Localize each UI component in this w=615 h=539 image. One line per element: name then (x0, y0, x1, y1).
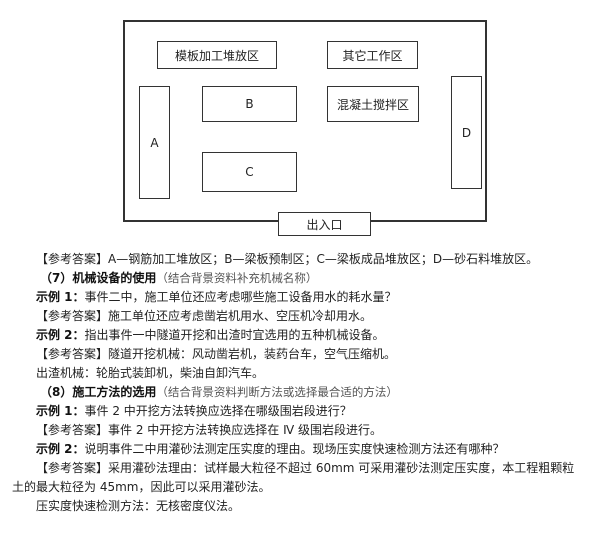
section-7-title: （7）机械设备的使用 (40, 271, 157, 285)
answer-8-2: 【参考答案】采用灌砂法理由：试样最大粒径不超过 60mm 可采用灌砂法测定压实度… (36, 461, 575, 475)
example-label: 示例 2： (36, 328, 85, 342)
section-8-heading: （8）施工方法的选用（结合背景资料判断方法或选择最合适的方法） (40, 383, 398, 401)
example-question: 事件二中，施工单位还应考虑哪些施工设备用水的耗水量？ (84, 290, 397, 304)
example-7-1: 示例 1：事件二中，施工单位还应考虑哪些施工设备用水的耗水量？ (36, 288, 397, 306)
example-label: 示例 1： (36, 290, 85, 304)
zone-c: C (202, 152, 297, 192)
entrance-gate: 出入口 (278, 212, 371, 236)
answer-8-1: 【参考答案】事件 2 中开挖方法转换应选择在 Ⅳ 级围岩段进行。 (36, 423, 382, 437)
section-7-heading: （7）机械设备的使用（结合背景资料补充机械名称） (40, 269, 317, 287)
zone-formwork: 模板加工堆放区 (157, 41, 277, 69)
site-layout-diagram: 模板加工堆放区 其它工作区 A B 混凝土搅拌区 C D 出入口 (0, 0, 615, 245)
example-question: 事件 2 中开挖方法转换应选择在哪级围岩段进行？ (84, 404, 352, 418)
answer-7-2-cont: 出渣机械：轮胎式装卸机，柴油自卸汽车。 (36, 366, 265, 380)
zone-d: D (451, 76, 482, 189)
example-7-2: 示例 2：指出事件一中隧道开挖和出渣时宜选用的五种机械设备。 (36, 326, 385, 344)
answer-8-2-method: 压实度快速检测方法：无核密度仪法。 (36, 499, 241, 513)
section-7-note: （结合背景资料补充机械名称） (156, 271, 318, 285)
answer-7-1: 【参考答案】施工单位还应考虑凿岩机用水、空压机冷却用水。 (36, 309, 373, 323)
example-8-1: 示例 1：事件 2 中开挖方法转换应选择在哪级围岩段进行？ (36, 402, 352, 420)
zone-concrete-mixing: 混凝土搅拌区 (327, 86, 419, 122)
section-8-note: （结合背景资料判断方法或选择最合适的方法） (156, 385, 398, 399)
answer-zones: 【参考答案】A—钢筋加工堆放区；B—梁板预制区；C—梁板成品堆放区；D—砂石料堆… (36, 252, 539, 266)
answer-8-2-cont: 土的最大粒径为 45mm，因此可以采用灌砂法。 (12, 480, 271, 494)
example-8-2: 示例 2：说明事件二中用灌砂法测定压实度的理由。现场压实度快速检测方法还有哪种？ (36, 440, 505, 458)
example-question: 说明事件二中用灌砂法测定压实度的理由。现场压实度快速检测方法还有哪种？ (84, 442, 505, 456)
example-label: 示例 2： (36, 442, 85, 456)
zone-b: B (202, 86, 297, 122)
zone-other-work: 其它工作区 (327, 41, 418, 69)
example-question: 指出事件一中隧道开挖和出渣时宜选用的五种机械设备。 (84, 328, 385, 342)
zone-a: A (139, 86, 170, 199)
answer-7-2: 【参考答案】隧道开挖机械：风动凿岩机，装药台车，空气压缩机。 (36, 347, 397, 361)
example-label: 示例 1： (36, 404, 85, 418)
section-8-title: （8）施工方法的选用 (40, 385, 157, 399)
